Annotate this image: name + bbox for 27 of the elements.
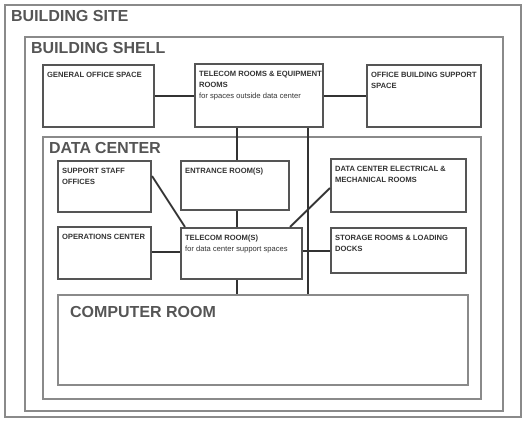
connector-line	[152, 251, 180, 253]
room-box	[180, 227, 303, 280]
room-box	[330, 158, 467, 213]
connector-line	[236, 128, 238, 160]
area-heading: COMPUTER ROOM	[70, 304, 217, 322]
connector-line	[155, 95, 194, 97]
connector-line	[303, 250, 330, 252]
area-heading: BUILDING SHELL	[31, 40, 166, 58]
room-box	[366, 64, 482, 128]
room-box	[194, 63, 324, 128]
room-box	[180, 160, 290, 211]
connector-line	[151, 175, 186, 228]
site-boundary	[4, 4, 522, 418]
building-shell-area	[24, 36, 504, 412]
connector-line	[324, 95, 366, 97]
room-box	[57, 160, 152, 213]
computer-room-area	[57, 294, 469, 386]
area-heading: BUILDING SITE	[11, 8, 130, 26]
data-center-area	[42, 136, 482, 400]
connector-line	[236, 280, 238, 294]
connector-line	[236, 211, 238, 227]
connector-line	[307, 128, 309, 294]
room-box	[57, 226, 152, 280]
room-box	[330, 227, 467, 274]
connector-line	[289, 187, 331, 228]
area-heading: DATA CENTER	[49, 140, 162, 158]
room-box	[42, 64, 155, 128]
